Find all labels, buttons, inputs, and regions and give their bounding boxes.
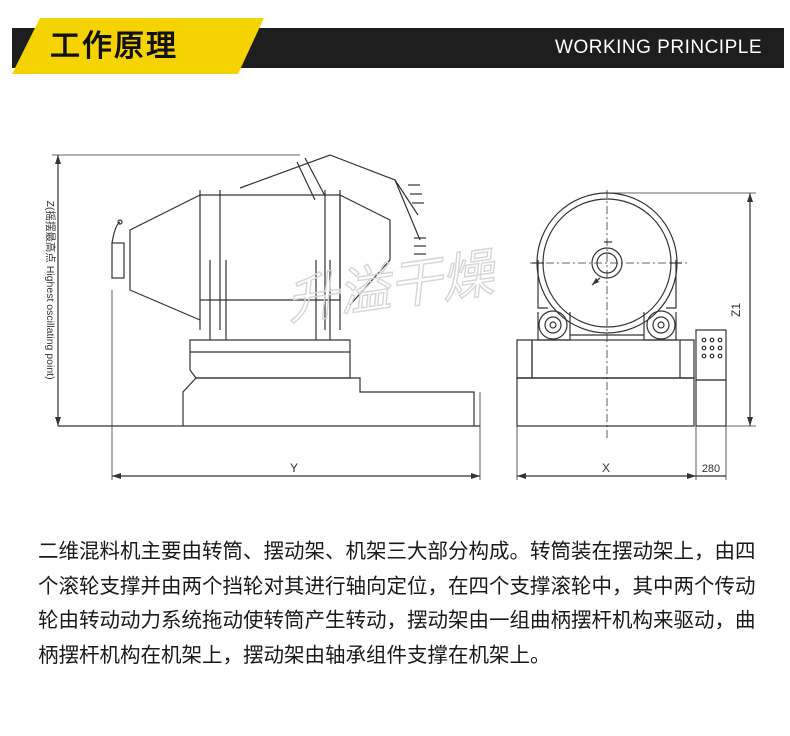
principle-description: 二维混料机主要由转筒、摆动架、机架三大部分构成。转筒装在摆动架上，由四个滚轮支撑… bbox=[38, 539, 756, 667]
side-width-label: Y bbox=[290, 461, 298, 475]
front-view bbox=[516, 190, 756, 480]
front-width-label: X bbox=[602, 461, 610, 475]
section-title-english: WORKING PRINCIPLE bbox=[555, 37, 762, 58]
header-yellow-tab bbox=[12, 18, 264, 74]
front-height-label: Z1 bbox=[729, 303, 743, 317]
mixer-technical-drawing: Z(摇摆最高点 Highest oscillating point) Y Z1 … bbox=[44, 154, 756, 480]
section-header: 工作原理 WORKING PRINCIPLE bbox=[0, 0, 790, 100]
side-view bbox=[52, 154, 481, 480]
front-extra-width-label: 280 bbox=[702, 463, 720, 475]
section-title: 工作原理 bbox=[50, 29, 178, 64]
watermark-logo: 升溢干燥 bbox=[283, 243, 501, 332]
side-height-label: Z(摇摆最高点 Highest oscillating point) bbox=[44, 200, 57, 379]
